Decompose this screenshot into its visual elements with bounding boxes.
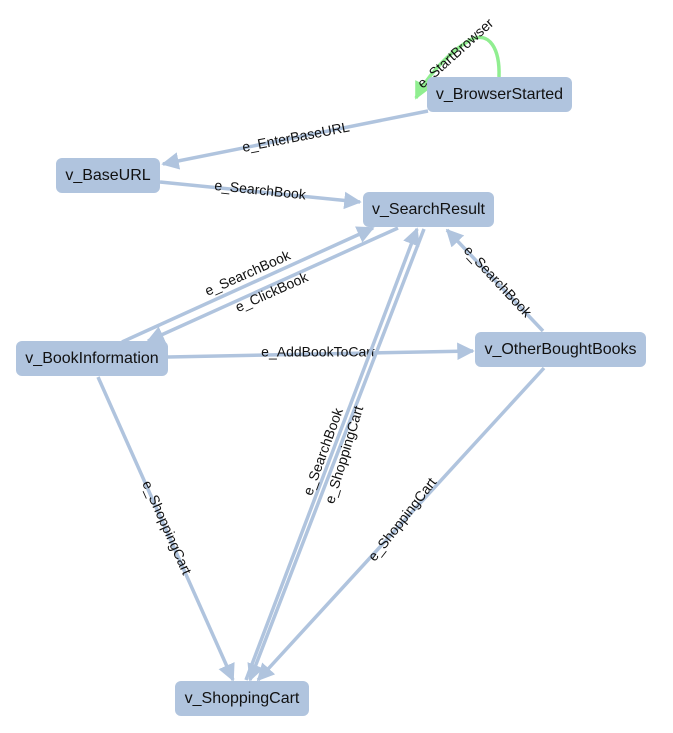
edge-shopping-cart-from-other[interactable]: e_ShoppingCart	[256, 366, 546, 682]
edge-label: e_ShoppingCart	[365, 474, 440, 564]
edge-line	[247, 228, 426, 682]
edge-line	[167, 342, 475, 361]
edge-label: e_AddBookToCart	[261, 344, 375, 360]
edge-line	[161, 109, 429, 170]
node-label: v_SearchResult	[372, 201, 486, 218]
edge-enter-base-url[interactable]: e_EnterBaseURL	[161, 109, 429, 170]
node-box	[56, 158, 160, 193]
node-other-bought-books[interactable]: v_OtherBoughtBooks	[475, 332, 646, 367]
node-box	[475, 332, 646, 367]
edge-add-book-to-cart[interactable]: e_AddBookToCart	[167, 342, 475, 361]
node-label: v_BookInformation	[25, 350, 158, 367]
node-book-information[interactable]: v_BookInformation	[16, 341, 168, 376]
edge-line	[414, 35, 501, 100]
edge-line	[121, 226, 375, 344]
node-label: v_OtherBoughtBooks	[484, 341, 636, 358]
node-shopping-cart[interactable]: v_ShoppingCart	[175, 681, 309, 716]
node-box	[175, 681, 309, 716]
edge-search-book-from-other[interactable]: e_SearchBook	[445, 228, 545, 333]
edge-search-book-from-base[interactable]: e_SearchBook	[159, 177, 362, 210]
node-base-url[interactable]: v_BaseURL	[56, 158, 160, 193]
edge-label: e_ShoppingCart	[139, 478, 195, 577]
edge-line	[146, 226, 399, 343]
node-label: v_ShoppingCart	[185, 690, 300, 707]
node-label: v_BaseURL	[65, 167, 150, 184]
edge-search-book-from-info[interactable]: e_SearchBook	[121, 226, 375, 344]
node-label: v_BrowserStarted	[436, 86, 563, 103]
edge-line	[159, 180, 362, 210]
edge-label: e_SearchBook	[461, 242, 536, 321]
node-box	[427, 77, 572, 112]
edge-click-book[interactable]: e_ClickBook	[146, 226, 399, 343]
node-search-result[interactable]: v_SearchResult	[363, 192, 494, 227]
node-box	[363, 192, 494, 227]
edge-label: e_SearchBook	[214, 177, 308, 203]
node-box	[16, 341, 168, 376]
edge-line	[445, 228, 545, 333]
edge-line	[256, 366, 546, 682]
edge-line	[96, 376, 235, 682]
edge-line	[244, 227, 420, 681]
node-browser-started[interactable]: v_BrowserStarted	[427, 77, 572, 112]
edge-shopping-cart-from-info[interactable]: e_ShoppingCart	[96, 376, 235, 682]
edge-label: e_EnterBaseURL	[241, 118, 351, 155]
